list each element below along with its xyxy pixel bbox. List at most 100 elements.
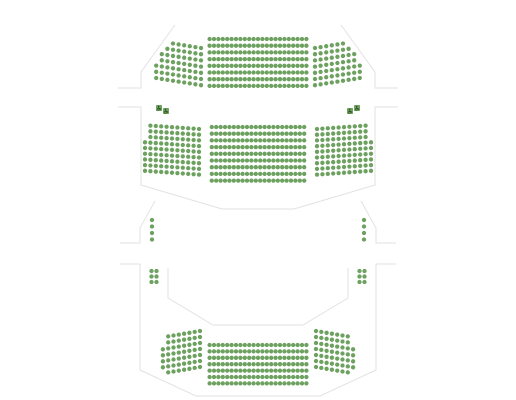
seat[interactable] xyxy=(148,140,153,145)
seat[interactable] xyxy=(216,36,221,42)
seat[interactable] xyxy=(175,165,180,170)
seat[interactable] xyxy=(277,70,283,75)
seat[interactable] xyxy=(280,138,285,143)
seat[interactable] xyxy=(209,171,214,177)
seat[interactable] xyxy=(266,151,272,156)
seat[interactable] xyxy=(284,151,289,156)
seat[interactable] xyxy=(329,43,334,48)
seat[interactable] xyxy=(264,50,269,55)
seat[interactable] xyxy=(331,148,336,153)
seat[interactable] xyxy=(255,349,261,354)
seat[interactable] xyxy=(358,129,363,134)
seat[interactable] xyxy=(319,335,324,341)
seat[interactable] xyxy=(312,58,318,63)
seat[interactable] xyxy=(335,368,340,373)
seat[interactable] xyxy=(266,171,272,177)
seat[interactable] xyxy=(214,124,219,130)
seat[interactable] xyxy=(299,70,305,75)
seat[interactable] xyxy=(286,77,291,82)
seat[interactable] xyxy=(324,81,329,86)
seat[interactable] xyxy=(171,345,176,350)
seat[interactable] xyxy=(240,178,245,183)
seat[interactable] xyxy=(207,342,212,348)
seat[interactable] xyxy=(149,230,155,236)
seat[interactable] xyxy=(286,70,291,75)
seat[interactable] xyxy=(222,158,228,163)
seat[interactable] xyxy=(169,147,175,153)
seat[interactable] xyxy=(191,154,196,160)
seat[interactable] xyxy=(182,61,187,67)
seat[interactable] xyxy=(170,66,176,71)
seat[interactable] xyxy=(207,374,212,380)
seat[interactable] xyxy=(350,347,356,352)
wheelchair-icon[interactable] xyxy=(354,105,360,111)
seat[interactable] xyxy=(211,77,217,82)
seat[interactable] xyxy=(363,134,368,140)
seat[interactable] xyxy=(225,342,230,348)
seat[interactable] xyxy=(192,335,197,341)
seat[interactable] xyxy=(153,169,158,174)
seat[interactable] xyxy=(282,381,287,386)
seat[interactable] xyxy=(299,83,305,89)
seat[interactable] xyxy=(352,152,357,158)
seat[interactable] xyxy=(229,63,234,68)
seat[interactable] xyxy=(238,374,243,380)
seat[interactable] xyxy=(286,368,291,373)
seat[interactable] xyxy=(302,144,307,150)
seat[interactable] xyxy=(238,355,243,360)
seat[interactable] xyxy=(340,357,345,362)
seat[interactable] xyxy=(345,334,350,339)
seat[interactable] xyxy=(352,169,357,175)
seat[interactable] xyxy=(251,36,256,42)
seat[interactable] xyxy=(153,158,158,163)
seat[interactable] xyxy=(363,146,368,151)
seat[interactable] xyxy=(216,349,221,354)
seat[interactable] xyxy=(269,77,274,82)
seat[interactable] xyxy=(211,355,217,360)
seat[interactable] xyxy=(363,163,368,168)
seat[interactable] xyxy=(277,63,283,68)
seat[interactable] xyxy=(346,46,351,51)
seat[interactable] xyxy=(275,178,280,183)
seat[interactable] xyxy=(313,352,319,358)
seat[interactable] xyxy=(282,83,287,89)
seat[interactable] xyxy=(216,50,221,55)
seat[interactable] xyxy=(187,68,192,74)
seat[interactable] xyxy=(175,142,180,147)
seat[interactable] xyxy=(209,178,214,183)
seat[interactable] xyxy=(229,36,234,42)
seat[interactable] xyxy=(164,147,169,152)
seat[interactable] xyxy=(295,36,300,42)
seat[interactable] xyxy=(269,70,274,75)
seat[interactable] xyxy=(284,138,289,143)
seat[interactable] xyxy=(181,361,187,366)
seat[interactable] xyxy=(159,152,164,158)
seat[interactable] xyxy=(149,224,155,229)
seat[interactable] xyxy=(225,50,230,55)
seat[interactable] xyxy=(320,166,325,171)
seat[interactable] xyxy=(160,365,166,370)
seat[interactable] xyxy=(352,58,357,63)
seat[interactable] xyxy=(149,279,154,285)
seat[interactable] xyxy=(325,148,330,154)
seat[interactable] xyxy=(214,151,219,156)
seat[interactable] xyxy=(216,70,221,75)
seat[interactable] xyxy=(159,76,164,82)
seat[interactable] xyxy=(180,131,185,136)
seat[interactable] xyxy=(299,77,305,82)
seat[interactable] xyxy=(324,44,329,49)
seat[interactable] xyxy=(229,50,234,55)
seat[interactable] xyxy=(282,63,287,68)
seat[interactable] xyxy=(218,124,223,130)
seat[interactable] xyxy=(312,45,318,51)
seat[interactable] xyxy=(207,36,212,42)
seat[interactable] xyxy=(291,50,296,55)
seat[interactable] xyxy=(273,381,278,386)
seat[interactable] xyxy=(357,63,362,68)
seat[interactable] xyxy=(269,342,274,348)
seat[interactable] xyxy=(361,230,367,236)
seat[interactable] xyxy=(149,217,155,223)
seat[interactable] xyxy=(280,131,285,136)
seat[interactable] xyxy=(362,274,367,279)
seat[interactable] xyxy=(154,268,159,274)
